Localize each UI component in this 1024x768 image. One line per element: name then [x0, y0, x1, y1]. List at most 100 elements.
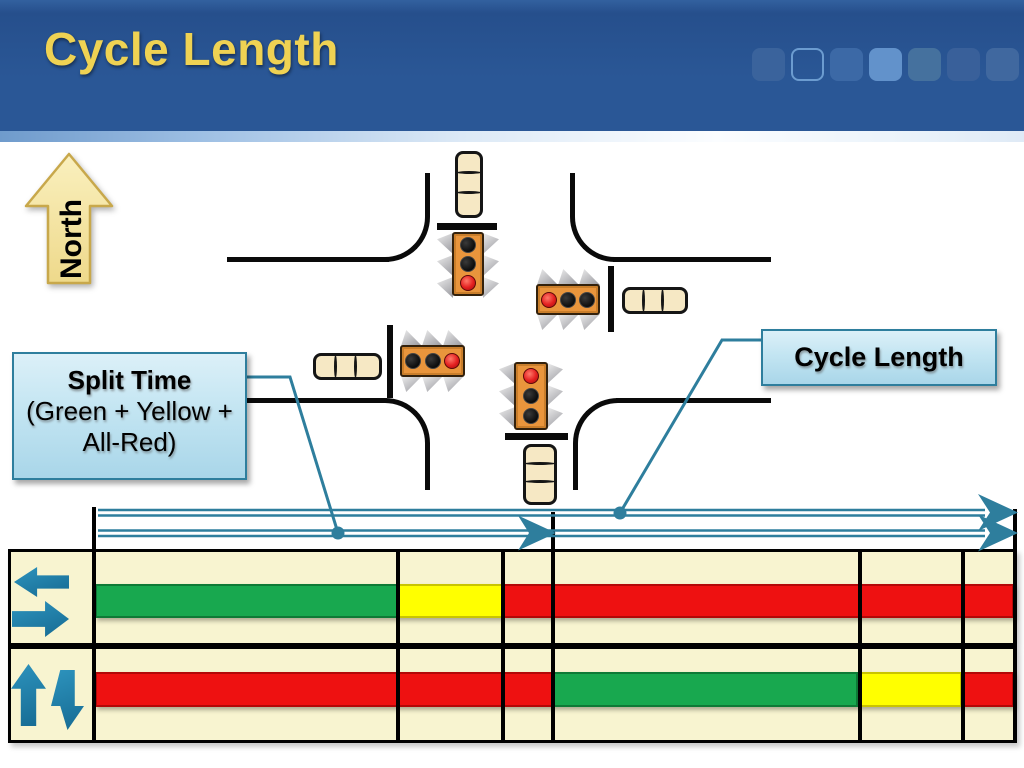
- car-window-line: [661, 289, 664, 312]
- phase-bar-row-north-south: [95, 672, 1014, 707]
- phase-segment-red: [962, 672, 1014, 707]
- signal-visor-icon: [437, 277, 453, 298]
- road-edge-west-north: [227, 257, 389, 262]
- grid-line-yellow-red: [501, 549, 505, 743]
- signal-visor-icon: [483, 255, 499, 276]
- signal-visor-icon: [483, 277, 499, 298]
- signal-visor-icon: [437, 255, 453, 276]
- decor-square: [869, 48, 902, 81]
- signal-visor-icon: [443, 330, 464, 346]
- signal-visor-icon: [401, 330, 422, 346]
- grid-line-yellow-red-2: [961, 549, 965, 743]
- signal-visor-icon: [437, 233, 453, 254]
- stop-bar-west: [387, 325, 393, 398]
- car-window-line: [353, 355, 357, 378]
- signal-lamp-off: [424, 353, 441, 369]
- signal-lamp-off: [579, 291, 595, 308]
- grid-line-green-yellow: [396, 549, 400, 743]
- road-corner-northeast: [570, 173, 615, 262]
- page-title: Cycle Length: [44, 23, 339, 75]
- car-south-leg: [523, 444, 557, 505]
- cycle-arrowhead-icon: [978, 494, 1018, 531]
- signal-lamp-off: [560, 291, 576, 308]
- signal-visor-icon: [558, 269, 579, 285]
- signal-lamp-red: [523, 368, 539, 384]
- car-north-leg: [455, 151, 483, 218]
- signal-lamp-off: [460, 237, 476, 253]
- car-window-line: [457, 190, 481, 194]
- signal-visor-icon: [499, 407, 515, 428]
- decor-square: [830, 48, 863, 81]
- traffic-signal-west: [400, 330, 465, 392]
- grid-line-cycle-start: [92, 507, 96, 743]
- car-east-leg: [622, 287, 688, 314]
- signal-visor-icon: [499, 363, 515, 384]
- decor-square: [752, 48, 785, 81]
- split-time-arrow-line: [98, 529, 985, 538]
- cycle-length-leader-dot: [613, 506, 627, 520]
- car-west-leg: [313, 353, 382, 380]
- signal-visor-icon: [547, 385, 563, 406]
- cycle-length-leader-line: [618, 338, 761, 514]
- split-time-title: Split Time: [67, 365, 192, 395]
- header-decor-squares: [752, 48, 1019, 81]
- cycle-length-arrow-line: [98, 508, 985, 517]
- road-corner-southeast: [573, 398, 618, 490]
- cycle-length-callout: Cycle Length: [761, 329, 997, 386]
- split-time-leader-dot: [331, 526, 345, 540]
- signal-visor-icon: [401, 376, 422, 392]
- grid-line-green-yellow-2: [858, 549, 862, 743]
- signal-visor-icon: [537, 269, 558, 285]
- car-window-line: [525, 480, 555, 483]
- road-corner-northwest: [385, 173, 430, 262]
- signal-lamp-off: [523, 388, 539, 404]
- signal-visor-icon: [579, 314, 600, 330]
- traffic-signal-north: [437, 232, 499, 298]
- grid-line-cycle-end: [1013, 509, 1017, 743]
- signal-visor-icon: [499, 385, 515, 406]
- car-window-line: [333, 355, 337, 378]
- phase-segment-yellow: [398, 584, 503, 618]
- split-time-line3: All-Red): [82, 427, 177, 457]
- signal-visor-icon: [558, 314, 579, 330]
- signal-housing: [400, 345, 465, 377]
- traffic-signal-east: [536, 269, 600, 330]
- second-split-arrowhead-icon: [978, 514, 1018, 552]
- signal-visor-icon: [537, 314, 558, 330]
- signal-housing: [452, 232, 484, 296]
- signal-visor-icon: [579, 269, 600, 285]
- road-edge-east-north: [613, 257, 771, 262]
- signal-lamp-red: [460, 275, 476, 291]
- decor-square: [908, 48, 941, 81]
- phase-segment-red: [95, 672, 553, 707]
- header-gradient-strip: [0, 131, 1024, 142]
- phase-segment-yellow: [858, 672, 962, 707]
- stop-bar-east: [608, 266, 614, 332]
- signal-lamp-off: [523, 408, 539, 424]
- signal-visor-icon: [422, 376, 443, 392]
- decor-square: [947, 48, 980, 81]
- road-edge-east-south: [616, 398, 771, 403]
- decor-square: [986, 48, 1019, 81]
- split-time-line2: (Green + Yellow +: [26, 396, 233, 426]
- split-time-callout: Split Time (Green + Yellow + All-Red): [12, 352, 247, 480]
- road-corner-southwest: [385, 398, 430, 490]
- phase-segment-red: [503, 584, 1014, 618]
- signal-housing: [514, 362, 548, 430]
- grid-line-split-boundary: [551, 512, 555, 743]
- car-window-line: [641, 289, 645, 312]
- phase-bar-row-east-west: [95, 584, 1014, 618]
- signal-lamp-off: [460, 256, 476, 272]
- signal-visor-icon: [547, 407, 563, 428]
- phase-segment-green: [95, 584, 398, 618]
- signal-lamp-off: [405, 353, 422, 369]
- traffic-signal-south: [499, 362, 563, 430]
- north-arrow: North: [24, 152, 114, 285]
- phase-segment-green: [553, 672, 858, 707]
- signal-housing: [536, 284, 600, 315]
- stop-bar-south: [505, 433, 568, 440]
- north-arrow-shape: [24, 152, 114, 285]
- signal-lamp-red: [541, 291, 557, 308]
- car-window-line: [457, 171, 481, 175]
- signal-visor-icon: [483, 233, 499, 254]
